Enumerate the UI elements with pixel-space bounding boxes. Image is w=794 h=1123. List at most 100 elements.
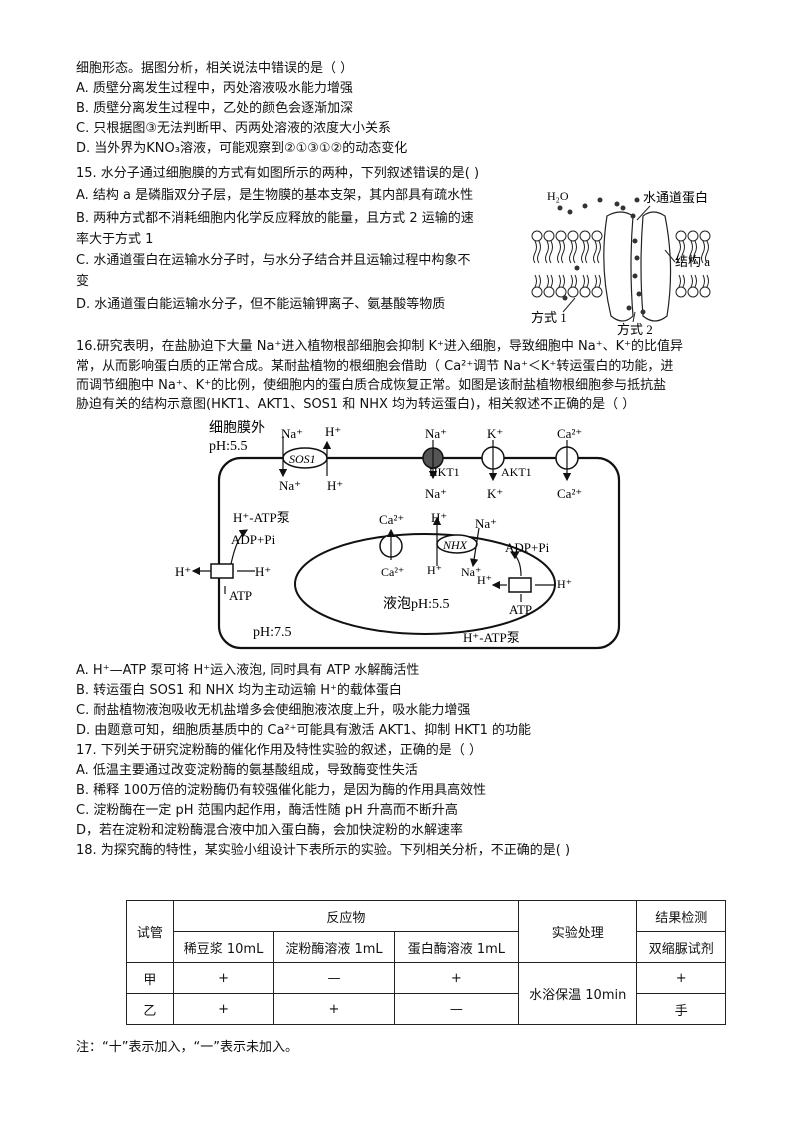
ca-bottom: Ca²⁺ <box>557 486 582 501</box>
table-note: 注：“十”表示加入，“一”表示未加入。 <box>76 1040 298 1055</box>
q18-stem: 18. 为探究酶的特性，某实验小组设计下表所示的实验。下列相关分析，不正确的是(… <box>76 843 571 858</box>
q14-option-d: D. 当外界为KNO₃溶液，可能观察到②①③①②的动态变化 <box>76 141 408 156</box>
row-yi-tube: 乙 <box>126 993 174 1025</box>
vac-pump-label: H⁺-ATP泵 <box>463 630 520 645</box>
sos1-transporter: SOS1 <box>278 436 332 478</box>
vacuole <box>294 533 556 635</box>
treatment-cell: 水浴保温 10min <box>518 962 638 1025</box>
nhx-na-top: Na⁺ <box>475 516 497 531</box>
row-yi-c2: + <box>273 993 395 1025</box>
q16-option-c: C. 耐盐植物液泡吸收无机盐增多会使细胞液浓度上升，吸水能力增强 <box>76 703 471 718</box>
ca-top: Ca²⁺ <box>557 426 582 441</box>
q17-option-d: D，若在淀粉和淀粉酶混合液中加入蛋白酶，会加快淀粉的水解速率 <box>76 823 464 838</box>
sos1-na-bottom: Na⁺ <box>279 478 301 493</box>
q15-option-d: D. 水通道蛋白能运输水分子，但不能运输钾离子、氨基酸等物质 <box>76 297 446 312</box>
q14-stem: 细胞形态。据图分析，相关说法中错误的是（ ） <box>76 61 354 76</box>
q17-option-b: B. 稀释 100万倍的淀粉酶仍有较强催化能力，是因为酶的作用具高效性 <box>76 783 487 798</box>
membrane-pump-label: H⁺-ATP泵 <box>233 510 290 525</box>
q15-option-b-cont: 率大于方式 1 <box>76 232 154 247</box>
svg-text:SOS1: SOS1 <box>289 452 316 466</box>
membrane-h-atp-pump <box>191 529 255 594</box>
membrane-h-in: H⁺ <box>255 564 271 579</box>
header-treatment: 实验处理 <box>518 900 638 963</box>
outside-label: 细胞膜外 <box>209 420 265 436</box>
vacuole-ph: 液泡pH:5.5 <box>383 596 450 612</box>
root-cell-figure: 细胞膜外 pH:5.5 SOS1 Na⁺ Na⁺ H⁺ H⁺ HKT1 Na⁺ … <box>175 420 621 650</box>
water-molecules <box>557 197 646 315</box>
q15-option-b: B. 两种方式都不消耗细胞内化学反应释放的能量，且方式 2 运输的速 <box>76 211 474 226</box>
aquaporin-label: 水通道蛋白 <box>643 190 708 205</box>
q16-option-a: A. H⁺—ATP 泵可将 H⁺运入液泡, 同时具有 ATP 水解酶活性 <box>76 663 420 678</box>
row-jia-c2: — <box>273 962 395 994</box>
table-row: 甲 + — + 水浴保温 10min + <box>126 962 726 1025</box>
q15-option-c: C. 水通道蛋白在运输水分子时，与水分子结合并且运输过程中构象不 <box>76 253 471 268</box>
structure-a-label: 结构 a <box>675 254 710 269</box>
q14-option-c: C. 只根据图③无法判断甲、丙两处溶液的浓度大小关系 <box>76 121 391 136</box>
akt1-k-top: K⁺ <box>487 426 503 441</box>
sub-protease: 蛋白酶溶液 1mL <box>393 931 520 963</box>
vac-atp-label: ATP <box>509 602 532 617</box>
way-1-label: 方式 1 <box>531 310 567 325</box>
row-yi-c3: — <box>393 993 520 1025</box>
row-yi-result: 手 <box>636 993 726 1025</box>
way-2-label: 方式 2 <box>617 322 653 337</box>
hkt1-transporter: HKT1 <box>422 440 460 480</box>
vac-ca-top: Ca²⁺ <box>379 512 404 527</box>
vac-ca-bottom: Ca²⁺ <box>381 565 404 579</box>
sub-amylase: 淀粉酶溶液 1mL <box>273 931 395 963</box>
q15-option-c-cont: 变 <box>76 274 90 289</box>
header-reactants: 反应物 <box>172 900 520 932</box>
vac-h-in: H⁺ <box>477 573 492 587</box>
sos1-h-top: H⁺ <box>325 424 341 439</box>
membrane-adp-label: ADP+Pi <box>231 532 276 547</box>
membrane-figure: H₂O 水通道蛋白 结构 a 方式 1 方式 2 <box>531 189 711 337</box>
q17-stem: 17. 下列关于研究淀粉酶的催化作用及特性实验的叙述，正确的是（ ） <box>76 743 482 758</box>
nhx-transporter: NHX <box>432 516 480 568</box>
cell-membrane <box>217 456 621 650</box>
aquaporin-protein <box>603 211 672 322</box>
hkt1-na-bottom: Na⁺ <box>425 486 447 501</box>
calcium-channel <box>555 440 579 482</box>
svg-text:AKT1: AKT1 <box>501 465 532 479</box>
hkt1-na-top: Na⁺ <box>425 426 447 441</box>
header-result: 结果检测 <box>636 900 726 932</box>
row-yi-c1: + <box>172 993 275 1025</box>
sub-biuret: 双缩脲试剂 <box>636 931 726 963</box>
outside-ph: pH:5.5 <box>209 439 248 454</box>
row-jia-c1: + <box>172 962 275 994</box>
q14-option-b: B. 质壁分离发生过程中，乙处的颜色会逐渐加深 <box>76 101 354 116</box>
cytoplasm-ph: pH:7.5 <box>253 625 292 640</box>
sos1-h-bottom: H⁺ <box>327 478 343 493</box>
q16-option-b: B. 转运蛋白 SOS1 和 NHX 均为主动运输 H⁺的载体蛋白 <box>76 683 402 698</box>
membrane-atp-label: ATP <box>229 588 252 603</box>
sos1-na-top: Na⁺ <box>281 426 303 441</box>
akt1-k-bottom: K⁺ <box>487 486 503 501</box>
experiment-table: 试管 反应物 实验处理 结果检测 稀豆浆 10mL 淀粉酶溶液 1mL 蛋白酶溶… <box>126 900 726 1025</box>
vac-adp-label: ADP+Pi <box>505 540 550 555</box>
header-tube: 试管 <box>126 900 174 963</box>
row-jia-tube: 甲 <box>126 962 174 994</box>
membrane-h-out: H⁺ <box>175 564 191 579</box>
phospholipid-top-row <box>531 230 711 242</box>
table-row: 乙 + + — 手 <box>126 993 726 1025</box>
q14-option-a: A. 质壁分离发生过程中，丙处溶液吸水能力增强 <box>76 81 353 96</box>
akt1-transporter: AKT1 <box>481 440 532 482</box>
lipid-tails <box>533 240 709 288</box>
vacuole-calcium-channel <box>379 528 403 560</box>
svg-text:NHX: NHX <box>442 538 468 552</box>
vacuole-h-atp-pump <box>491 551 555 602</box>
q15-option-a: A. 结构 a 是磷脂双分子层，是生物膜的基本支架，其内部具有疏水性 <box>76 188 474 203</box>
q17-option-a: A. 低温主要通过改变淀粉酶的氨基酸组成，导致酶变性失活 <box>76 763 418 778</box>
svg-text:HKT1: HKT1 <box>429 465 460 479</box>
nhx-na-bottom: Na⁺ <box>461 565 481 579</box>
row-jia-result: + <box>636 962 726 994</box>
phospholipid-bottom-row <box>531 286 711 298</box>
nhx-h-bottom: H⁺ <box>427 563 442 577</box>
sub-soy-milk: 稀豆浆 10mL <box>172 931 275 963</box>
vac-h-out: H⁺ <box>557 577 572 591</box>
q16-stem-line-3: 而调节细胞中 Na⁺、K⁺的比例，使细胞内的蛋白质合成恢复正常。如图是该耐盐植物… <box>76 378 667 393</box>
q16-stem-line-2: 常，从而影响蛋白质的正常合成。某耐盐植物的根细胞会借助（ Ca²⁺调节 Na⁺＜… <box>76 359 674 374</box>
q15-stem: 15. 水分子通过细胞膜的方式有如图所示的两种，下列叙述错误的是( ) <box>76 166 480 181</box>
q16-stem-line-1: 16.研究表明，在盐胁迫下大量 Na⁺进入植物根部细胞会抑制 K⁺进入细胞，导致… <box>76 339 683 354</box>
